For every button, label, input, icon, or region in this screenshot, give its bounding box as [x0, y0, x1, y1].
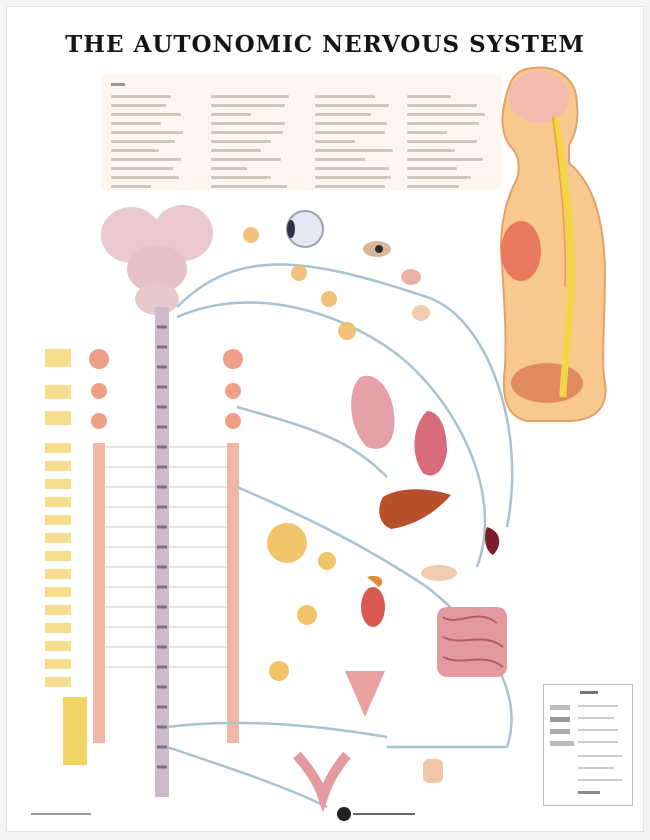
spinal-cord — [155, 307, 169, 797]
copyright-text — [31, 813, 91, 815]
eye-front — [375, 245, 383, 253]
key-column — [315, 95, 405, 194]
legend-label — [578, 705, 618, 707]
legend-swatch — [550, 741, 574, 746]
legend-label — [578, 717, 614, 719]
left-segment-labels — [45, 349, 87, 765]
legend-swatch — [550, 705, 570, 710]
liver — [379, 489, 451, 529]
brain-brainstem — [101, 205, 213, 315]
legend-label — [578, 767, 614, 769]
key-column — [211, 95, 301, 194]
adrenal-gland — [367, 575, 383, 587]
publisher-logo-icon — [337, 807, 351, 821]
pancreas — [421, 565, 457, 581]
reproductive-organs — [293, 751, 351, 813]
spleen — [485, 527, 500, 555]
nerve-pathways — [166, 263, 514, 809]
salivary-gland — [401, 269, 421, 285]
legend-box — [543, 684, 633, 806]
legend-label — [578, 779, 622, 781]
key-panel — [101, 75, 501, 190]
key-column — [111, 95, 201, 194]
genital-structure — [423, 759, 443, 783]
legend-swatch — [550, 717, 570, 722]
legend-label — [578, 729, 618, 731]
publisher-name — [353, 813, 415, 815]
eye — [286, 210, 324, 248]
legend-swatch — [550, 729, 570, 734]
bladder — [345, 671, 385, 717]
legend-label — [578, 791, 600, 794]
poster: THE AUTONOMIC NERVOUS SYSTEM — [6, 6, 644, 832]
poster-title: THE AUTONOMIC NERVOUS SYSTEM — [65, 31, 585, 58]
legend-label — [578, 755, 622, 757]
anatomy-illustration — [45, 66, 607, 813]
key-heading — [111, 83, 125, 86]
sympathetic-chain-right — [223, 349, 243, 743]
parotid-gland — [412, 305, 430, 321]
key-column — [407, 95, 497, 194]
sympathetic-chain-left — [89, 349, 109, 743]
body-profile — [499, 66, 607, 422]
cranial-ganglia — [243, 227, 356, 340]
legend-label — [578, 741, 618, 743]
abdominal-ganglia — [267, 523, 336, 681]
intestines — [437, 607, 507, 677]
legend-title — [580, 691, 598, 694]
kidney — [361, 587, 385, 627]
lungs — [351, 375, 395, 449]
heart — [414, 411, 447, 476]
